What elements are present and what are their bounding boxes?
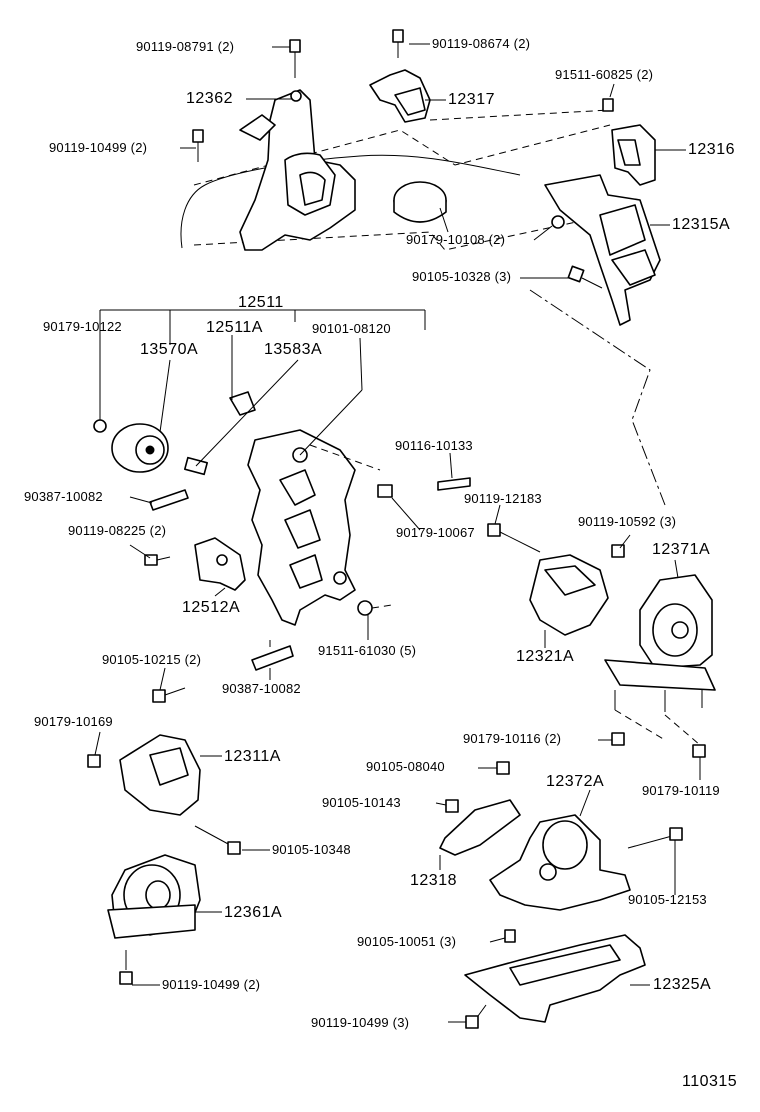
bolt-90119-10499-bottom xyxy=(119,950,133,985)
bolt-90119-10499-top xyxy=(192,129,204,162)
label-90105-10348: 90105-10348 xyxy=(272,842,351,857)
label-90179-10119: 90179-10119 xyxy=(642,783,720,798)
round-cover xyxy=(393,181,447,223)
diagram-reference-code: 110315 xyxy=(682,1073,738,1090)
label-90105-08040: 90105-08040 xyxy=(366,759,445,774)
label-90179-10169: 90179-10169 xyxy=(34,714,113,729)
label-90119-10499-member: 90119-10499 (3) xyxy=(311,1015,410,1030)
label-90119-08791: 90119-08791 (2) xyxy=(136,39,235,54)
part-12372A-mount xyxy=(489,814,631,911)
nut-90179-10067 xyxy=(377,484,393,498)
label-90105-12153: 90105-12153 xyxy=(628,892,707,907)
label-13570A: 13570A xyxy=(140,341,199,358)
label-12372A: 12372A xyxy=(546,773,605,790)
label-12316: 12316 xyxy=(688,141,735,158)
alignment-line-right xyxy=(529,289,666,506)
label-90119-10592: 90119-10592 (3) xyxy=(578,514,677,529)
nut-90179-10116 xyxy=(611,732,625,746)
bolt-90105-10348 xyxy=(194,825,241,855)
label-91511-60825: 91511-60825 (2) xyxy=(555,67,654,82)
mount-dashed-outline-2 xyxy=(193,124,611,186)
label-90116-10133: 90116-10133 xyxy=(395,438,473,453)
bolt-90119-10499-member xyxy=(465,1004,487,1029)
bolt-90105-12153 xyxy=(627,827,683,849)
bolt-90119-08225 xyxy=(144,554,171,566)
nut-90179-10108 xyxy=(551,215,565,229)
stud-90116-10133 xyxy=(437,477,471,491)
label-12371A: 12371A xyxy=(652,541,711,558)
label-12311A: 12311A xyxy=(224,748,281,765)
label-12512A: 12512A xyxy=(182,599,241,616)
label-90387-10082-bottom: 90387-10082 xyxy=(222,681,301,696)
label-12318: 12318 xyxy=(410,872,457,889)
part-12321A-bracket xyxy=(529,554,609,636)
label-90101-08120: 90101-08120 xyxy=(312,321,391,336)
label-12361A: 12361A xyxy=(224,904,283,921)
mount-dashed-outline xyxy=(193,217,596,251)
part-12362-bracket xyxy=(239,89,356,251)
label-12362: 12362 xyxy=(186,90,233,107)
label-90105-10143: 90105-10143 xyxy=(322,795,401,810)
nut-90179-10119 xyxy=(692,744,706,758)
label-12325A: 12325A xyxy=(653,976,712,993)
label-90179-10122: 90179-10122 xyxy=(43,319,122,334)
pin-90387-10082-bottom xyxy=(251,645,294,671)
label-90179-10116: 90179-10116 (2) xyxy=(463,731,562,746)
label-90179-10067: 90179-10067 xyxy=(396,525,475,540)
label-90119-08674: 90119-08674 (2) xyxy=(432,36,531,51)
leader-lines xyxy=(94,43,701,1023)
label-91511-61030: 91511-61030 (5) xyxy=(318,643,417,658)
label-90119-12183: 90119-12183 xyxy=(464,491,542,506)
part-12361A-mount xyxy=(107,854,201,939)
label-90119-08225: 90119-08225 (2) xyxy=(68,523,167,538)
bolt-90119-12183 xyxy=(487,523,541,553)
label-90179-10108: 90179-10108 (2) xyxy=(406,232,506,247)
label-12315A: 12315A xyxy=(672,216,731,233)
part-12325A-member xyxy=(464,934,646,1023)
part-12317-bracket xyxy=(369,69,431,123)
bolt-90105-10143 xyxy=(445,799,459,813)
nut-90179-10169 xyxy=(87,754,101,768)
label-12321A: 12321A xyxy=(516,648,575,665)
label-12511A: 12511A xyxy=(206,319,263,336)
pin-90387-10082-top xyxy=(149,489,189,511)
label-12317: 12317 xyxy=(448,91,495,108)
nut-91511-61030 xyxy=(357,600,373,616)
part-12311A-bracket xyxy=(119,734,201,816)
nut-90179-10122 xyxy=(93,419,107,433)
part-12318-bracket xyxy=(439,799,521,856)
bolt-90105-10051 xyxy=(504,929,516,943)
label-90387-10082-top: 90387-10082 xyxy=(24,489,103,504)
label-12511: 12511 xyxy=(238,294,284,311)
label-90105-10328: 90105-10328 (3) xyxy=(412,269,512,284)
bolt-90105-08040 xyxy=(496,761,510,775)
bolt-90105-10215 xyxy=(152,687,186,703)
part-12512A-bracket xyxy=(194,537,246,591)
bolt-90119-10592 xyxy=(611,544,625,558)
part-12371A-mount xyxy=(604,574,716,691)
label-13583A: 13583A xyxy=(264,341,323,358)
bolt-90119-08791 xyxy=(289,39,301,78)
bolt-90105-10328 xyxy=(567,265,603,289)
label-90119-10499-top: 90119-10499 (2) xyxy=(49,140,148,155)
nut-91511-60825 xyxy=(602,98,614,112)
label-90105-10051: 90105-10051 (3) xyxy=(357,934,457,949)
part-12316-bracket xyxy=(611,124,656,186)
part-12315A-mount xyxy=(544,174,661,326)
part-12511-bracket xyxy=(229,391,356,626)
part-13570A-damper xyxy=(111,423,169,473)
label-90119-10499-bottom: 90119-10499 (2) xyxy=(162,977,261,992)
label-90105-10215: 90105-10215 (2) xyxy=(102,652,202,667)
bolt-90119-08674 xyxy=(392,29,404,58)
